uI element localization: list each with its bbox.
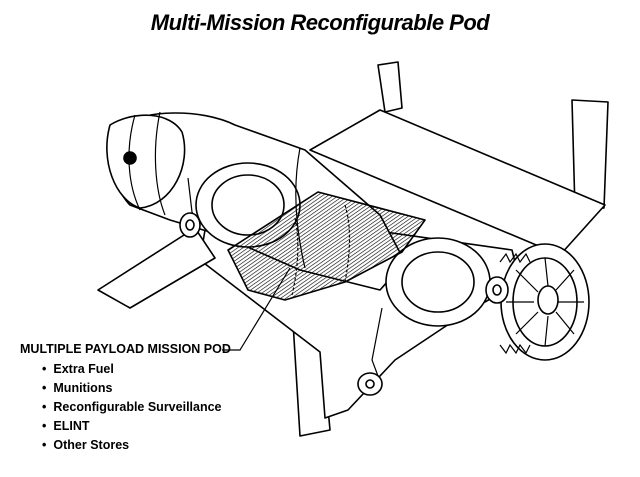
upper-tail-fin bbox=[377, 61, 403, 113]
payload-list-item: ELINT bbox=[42, 417, 231, 436]
rear-landing-gear bbox=[371, 307, 383, 377]
tail-boom bbox=[309, 109, 606, 256]
nose-sensor bbox=[123, 151, 137, 165]
payload-list-item: Extra Fuel bbox=[42, 360, 231, 379]
left-wing bbox=[97, 227, 216, 309]
payload-list: Extra Fuel Munitions Reconfigurable Surv… bbox=[20, 360, 231, 455]
payload-list-item: Other Stores bbox=[42, 436, 231, 455]
payload-list-item: Munitions bbox=[42, 379, 231, 398]
nose-cone bbox=[106, 114, 186, 209]
payload-pod bbox=[227, 191, 426, 301]
payload-list-item: Reconfigurable Surveillance bbox=[42, 398, 231, 417]
payload-callout: MULTIPLE PAYLOAD MISSION POD Extra Fuel … bbox=[20, 342, 231, 455]
diagram-title: Multi-Mission Reconfigurable Pod bbox=[150, 10, 490, 35]
callout-heading: MULTIPLE PAYLOAD MISSION POD bbox=[20, 342, 231, 356]
callout-leader-line bbox=[222, 267, 291, 351]
right-tail-fin bbox=[571, 99, 609, 211]
